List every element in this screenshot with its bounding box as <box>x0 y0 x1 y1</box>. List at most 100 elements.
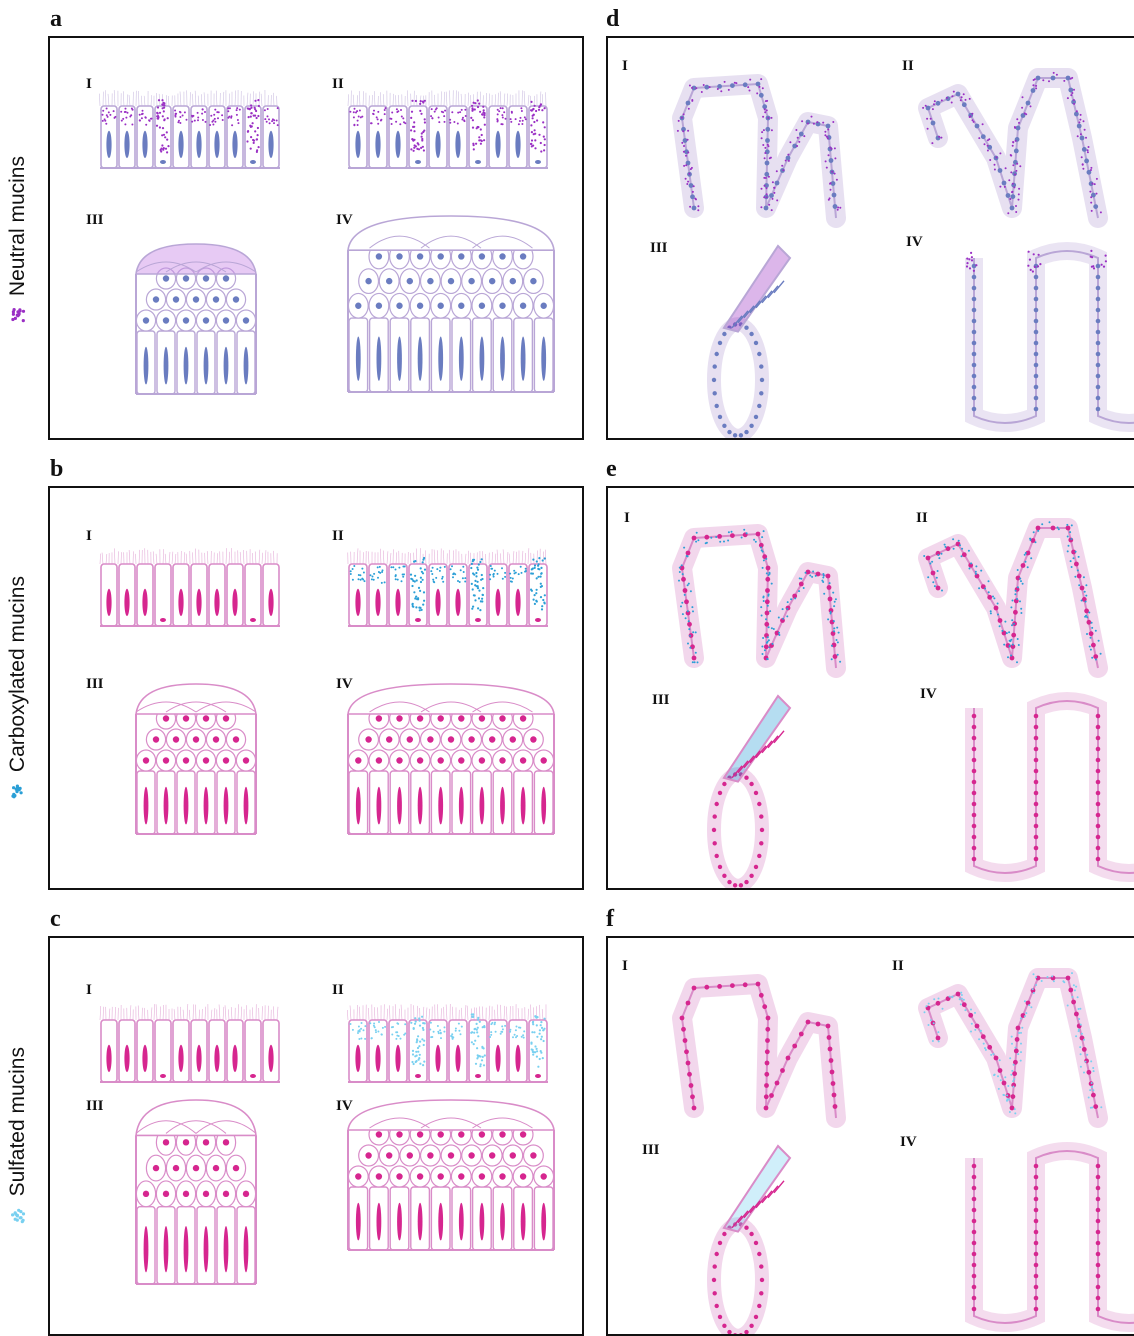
mucin-granule <box>823 593 825 595</box>
cell-nucleus <box>972 1208 977 1213</box>
cell-nucleus <box>1034 1307 1039 1312</box>
mucin-granule <box>421 136 423 138</box>
mucin-granule <box>993 1074 995 1076</box>
cilium <box>359 91 360 106</box>
cell-nucleus <box>1034 1186 1039 1191</box>
cilium <box>195 91 196 106</box>
mucin-granule <box>927 576 929 578</box>
mucin-granule <box>776 170 778 172</box>
mucin-granule <box>478 563 480 565</box>
mucin-granule <box>214 118 216 120</box>
cell-nucleus <box>243 317 249 323</box>
mucin-granule <box>536 560 538 562</box>
mucin-granule <box>1094 183 1096 185</box>
cell-nucleus <box>386 278 392 284</box>
mucin-granule <box>472 108 474 110</box>
cell-nucleus <box>438 1131 444 1137</box>
mucin-granule <box>483 1026 485 1028</box>
mucin-granule <box>778 617 780 619</box>
cell-nucleus <box>495 1045 500 1072</box>
cilium <box>525 553 526 564</box>
mucin-granule <box>436 107 438 109</box>
mucin-granule <box>377 118 379 120</box>
cell-nucleus <box>377 1203 382 1241</box>
panel-b-stage-1-label: I <box>86 528 92 545</box>
mucin-granule <box>423 557 425 559</box>
cell-nucleus <box>972 352 977 357</box>
mucin-granule <box>1013 186 1015 188</box>
mucin-granule <box>391 123 393 125</box>
cell-nucleus <box>438 253 444 259</box>
mucin-granule <box>839 661 841 663</box>
cell-nucleus <box>744 880 748 884</box>
mucin-granule <box>542 1057 544 1059</box>
cilium <box>485 554 486 564</box>
gland-fold <box>924 972 1103 1118</box>
mucin-granule <box>531 568 533 570</box>
mucin-granule <box>400 109 402 111</box>
mucin-granule <box>493 576 495 578</box>
mucin-granule <box>452 576 454 578</box>
mucin-granule <box>689 635 691 637</box>
mucin-granule <box>963 93 965 95</box>
mucin-granule <box>540 567 542 569</box>
cell-nucleus <box>377 787 382 825</box>
cell-nucleus <box>1034 341 1039 346</box>
mucin-granule <box>683 113 685 115</box>
mucin-granule <box>1027 265 1029 267</box>
mucin-granule <box>688 620 690 622</box>
mucin-granule <box>928 1003 930 1005</box>
cell-nucleus <box>766 566 771 571</box>
mucin-granule <box>677 130 679 132</box>
cell-nucleus <box>395 131 400 158</box>
mucin-granule <box>1070 78 1072 80</box>
mucin-granule <box>1011 191 1013 193</box>
mucin-granule <box>762 551 764 553</box>
mucin-granule <box>431 573 433 575</box>
cell-nucleus <box>799 132 804 137</box>
mucin-granule <box>960 99 962 101</box>
cell-nucleus <box>356 787 361 825</box>
mucin-granule <box>395 569 397 571</box>
gland-wall <box>974 1151 1134 1323</box>
mucin-granule <box>1096 178 1098 180</box>
mucin-granule <box>688 583 690 585</box>
mucin-granule <box>535 110 537 112</box>
mucin-granule <box>1024 1000 1026 1002</box>
goblet-cell <box>409 564 427 626</box>
cell-nucleus <box>438 715 444 721</box>
cell-nucleus <box>1034 407 1039 412</box>
mucin-granule <box>1079 1008 1081 1010</box>
mucin-granule <box>723 541 725 543</box>
mucin-granule <box>1019 578 1021 580</box>
cell-nucleus <box>143 757 149 763</box>
mucin-granule <box>760 206 762 208</box>
mucin-granule <box>999 1059 1001 1061</box>
goblet-nucleus <box>160 1074 166 1078</box>
mucin-granule <box>1085 601 1087 603</box>
mucin-granule <box>420 581 422 583</box>
mucin-granule <box>769 157 771 159</box>
gland-wall <box>682 84 836 218</box>
mucin-granule <box>420 113 422 115</box>
cell-nucleus <box>760 378 764 382</box>
mucin-granule <box>510 577 512 579</box>
cell-nucleus <box>541 337 546 381</box>
mucin-granule <box>1071 524 1073 526</box>
cell-nucleus <box>173 1165 179 1171</box>
mucin-granule <box>453 121 455 123</box>
mucin-granule <box>540 576 542 578</box>
mucin-granule <box>484 114 486 116</box>
mucin-granule <box>471 608 473 610</box>
panel-letter-e: e <box>606 456 617 483</box>
cell-nucleus <box>754 791 758 795</box>
cilium <box>368 1008 369 1020</box>
cell-nucleus <box>717 984 722 989</box>
mucin-granule <box>1071 566 1073 568</box>
mucin-granule <box>541 1027 543 1029</box>
mucin-granule <box>204 111 206 113</box>
goblet-cell <box>245 564 261 626</box>
mucin-granule <box>975 573 977 575</box>
goblet-nucleus <box>415 1074 421 1078</box>
cilium <box>357 95 358 106</box>
